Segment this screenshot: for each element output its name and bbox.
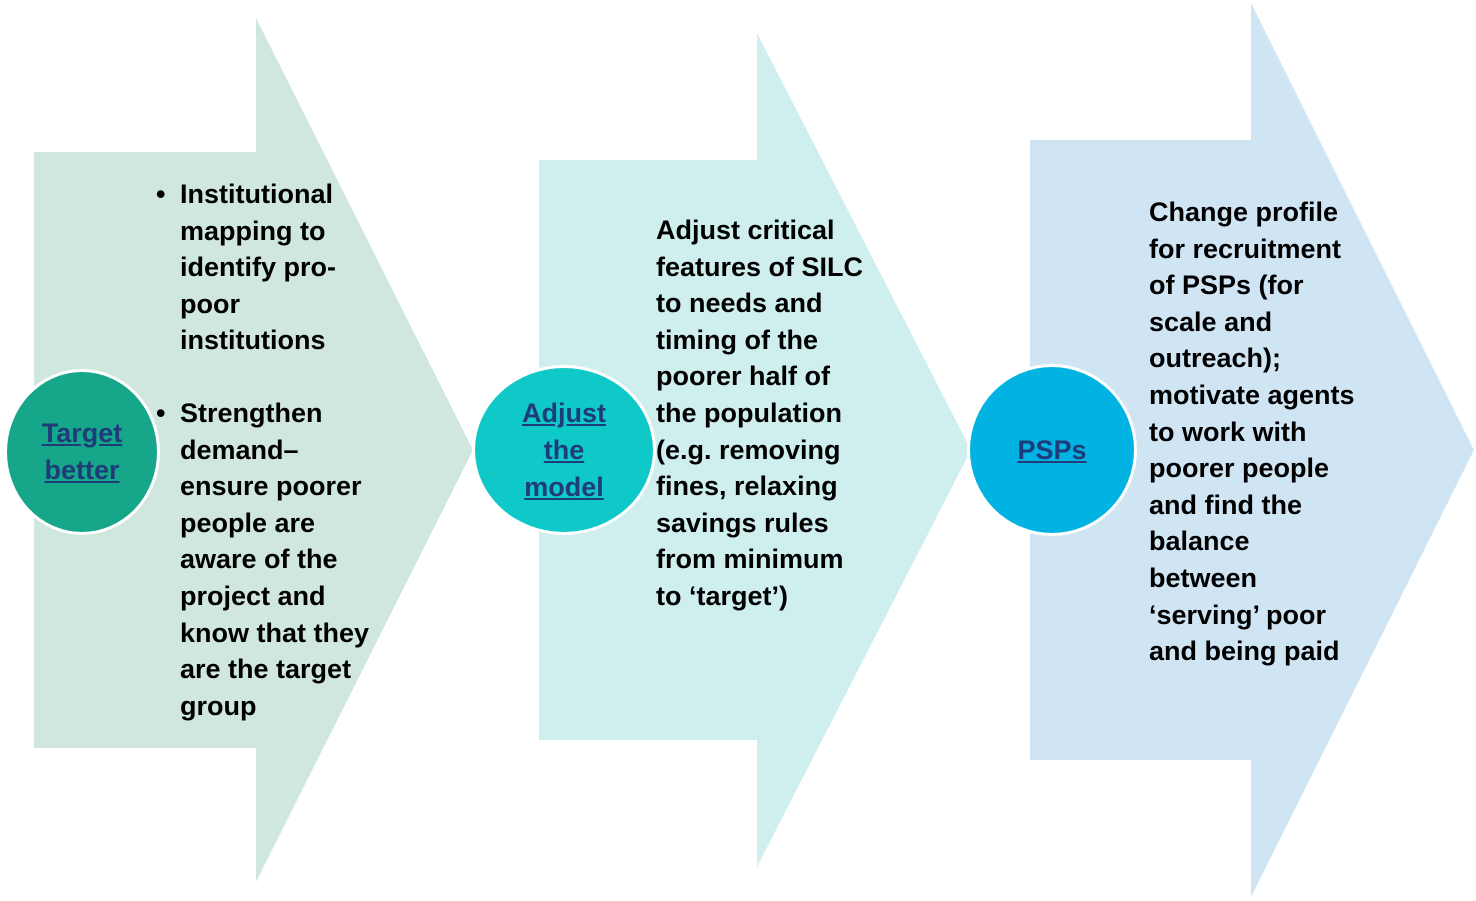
bullet-item: • Strengthen demand– ensure poorer peopl… bbox=[156, 395, 370, 724]
arrow-shape-adjust bbox=[539, 33, 971, 867]
adjust-model-text: Adjust critical features of SILC to need… bbox=[656, 215, 864, 611]
target-better-circle: Target better bbox=[4, 369, 160, 535]
psps-link[interactable]: PSPs bbox=[1017, 434, 1087, 465]
arrow-shape-target bbox=[34, 18, 473, 882]
psps-circle: PSPs bbox=[967, 364, 1137, 536]
target-better-text: • Institutional mapping to identify pro-… bbox=[156, 176, 370, 724]
arrow-shape-psps bbox=[1030, 3, 1474, 897]
bullet-item: • Institutional mapping to identify pro-… bbox=[156, 176, 370, 359]
adjust-model-circle: Adjust the model bbox=[472, 365, 656, 535]
bullet-icon: • bbox=[156, 397, 166, 428]
target-better-bullet-list: • Institutional mapping to identify pro-… bbox=[156, 176, 370, 724]
target-better-link[interactable]: Target better bbox=[41, 418, 123, 485]
bullet-icon: • bbox=[156, 179, 166, 209]
adjust-model-link[interactable]: Adjust the model bbox=[522, 397, 606, 502]
psps-text: Change profile for recruitment of PSPs (… bbox=[1149, 197, 1355, 667]
